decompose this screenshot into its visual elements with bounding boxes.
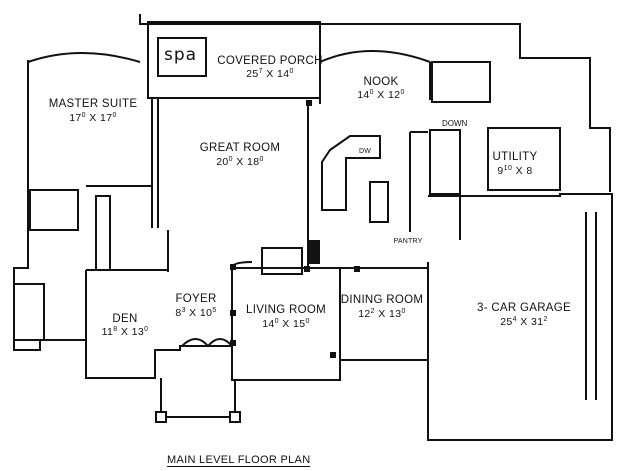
- fireplace: [261, 247, 303, 275]
- great-room-dims: 200 X 180: [216, 156, 264, 168]
- great-room-label: GREAT ROOM: [199, 142, 281, 154]
- dining-room-dims: 122 X 130: [358, 308, 406, 320]
- dining-room-label: DINING ROOM: [340, 294, 424, 306]
- garage-outline: [427, 193, 613, 441]
- den-label: DEN: [112, 313, 138, 325]
- master-tub: [13, 283, 45, 341]
- den-dims: 118 X 130: [101, 326, 149, 338]
- plan-caption: MAIN LEVEL FLOOR PLAN: [167, 454, 311, 467]
- garage-label: 3- CAR GARAGE: [476, 302, 572, 314]
- master-suite-label: MASTER SUITE: [48, 98, 138, 110]
- utility-dims: 910 X 8: [497, 165, 533, 177]
- dishwasher-label: DW: [358, 148, 372, 155]
- nook-label: NOOK: [363, 76, 399, 88]
- master-bay-wall: [27, 52, 141, 63]
- kitchen-island: [321, 135, 381, 211]
- master-suite-dims: 170 X 170: [69, 112, 117, 124]
- utility-room: [487, 127, 561, 191]
- nook-dims: 140 X 120: [357, 89, 405, 101]
- utility-label: UTILITY: [492, 151, 538, 163]
- pantry-label: PANTRY: [393, 238, 423, 245]
- garage-dims: 254 X 312: [500, 316, 548, 328]
- spa-label: spa: [164, 45, 198, 65]
- living-room-label: LIVING ROOM: [246, 304, 326, 316]
- spa-tub: [157, 37, 207, 77]
- stairs: [429, 129, 461, 195]
- deck-outline: [139, 14, 611, 192]
- covered-porch-label: COVERED PORCH: [217, 55, 323, 67]
- living-room-dims: 140 X 150: [262, 318, 310, 330]
- covered-porch-dims: 257 X 140: [246, 68, 294, 80]
- foyer-dims: 83 X 105: [175, 307, 217, 319]
- foyer-label: FOYER: [175, 293, 217, 305]
- stairs-down-label: DOWN: [442, 119, 468, 128]
- nook-bay-wall: [319, 50, 431, 63]
- kitchen-prep-island: [369, 181, 389, 223]
- powder-bath: [431, 61, 491, 103]
